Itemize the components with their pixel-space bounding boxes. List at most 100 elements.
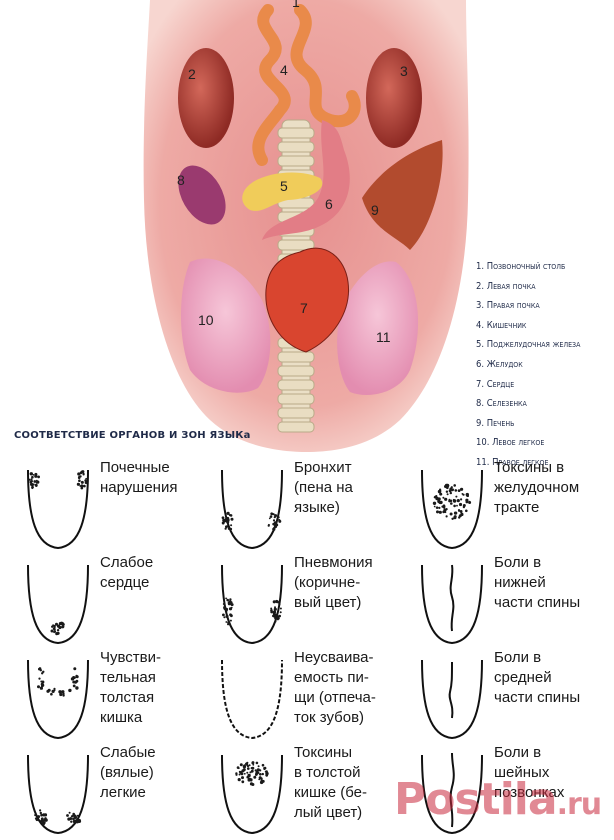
diagnosis-item: Боли в нижней части спины	[412, 553, 612, 648]
tongue-spot	[466, 494, 469, 498]
tongue-spot	[256, 768, 260, 772]
tongue-spot	[223, 616, 226, 619]
tongue-spot	[273, 526, 276, 530]
tongue-spot	[229, 598, 232, 601]
tongue-spot	[80, 480, 84, 484]
tongue-crack	[449, 564, 455, 632]
tongue-spot	[37, 815, 41, 819]
tongue-outline	[27, 564, 89, 645]
tongue-spot	[278, 603, 281, 606]
tongue-spot	[449, 499, 453, 503]
tongue-spot	[44, 818, 48, 822]
tongue-spot	[239, 763, 243, 767]
organ-number-5: 5	[280, 178, 288, 194]
tongue-outline	[221, 659, 283, 740]
tongue-spot	[42, 670, 45, 673]
tongue-spot	[50, 629, 54, 633]
tongue-spot	[458, 502, 463, 507]
tongue-spot	[29, 472, 33, 476]
tongue-spot	[269, 515, 273, 518]
watermark-logo: Postila.ru	[394, 774, 603, 825]
vertebra	[277, 155, 315, 167]
tongue-outline-icon	[421, 752, 483, 835]
tongue-spot	[445, 490, 449, 493]
tongue-spot	[68, 811, 71, 814]
tongue-spot	[451, 517, 454, 520]
tongue-spot	[278, 519, 282, 523]
tongue-spot	[241, 769, 245, 773]
tongue-spot	[254, 769, 257, 772]
tongue-spot	[261, 763, 265, 767]
tongue-spot	[51, 625, 54, 628]
tongue-spot	[259, 769, 262, 772]
tongue-spot	[435, 495, 438, 498]
tongue-spot	[226, 520, 230, 524]
tongue-spot	[468, 500, 471, 503]
tongue-spot	[229, 601, 233, 605]
tongue-spot	[228, 622, 231, 626]
diagnosis-item: Слабое сердце	[18, 553, 218, 648]
legend-item: 1. Позвоночный столб	[476, 261, 566, 272]
tongue-spot	[438, 506, 441, 509]
tongue-spot	[448, 489, 452, 493]
tongue-spot	[237, 767, 240, 770]
tongue-spot	[453, 484, 456, 487]
diagnosis-label: Боли в средней части спины	[494, 649, 581, 706]
tongue-spot	[253, 775, 257, 779]
tongue-spot	[456, 504, 458, 507]
diagnosis-label: Бронхит (пена на языке)	[294, 459, 353, 516]
tongue-outline-icon	[221, 754, 283, 835]
tongue-spot	[435, 506, 439, 509]
tongue-spot	[449, 491, 452, 495]
tongue-spot	[229, 613, 232, 617]
diagnosis-item: Почечные нарушения	[18, 458, 218, 553]
tongue-organ-illustration: 1 2 3 4 5 6 7 8 9 10 11 1. Позвоночный с…	[14, 0, 580, 468]
tongue-outline-icon	[421, 469, 483, 550]
tongue-spot	[230, 524, 233, 527]
tongue-spot	[456, 499, 460, 503]
tongue-spot	[226, 598, 229, 602]
tongue-spot	[251, 761, 255, 764]
tongue-spot	[259, 773, 262, 776]
liver	[362, 140, 443, 250]
tongue-spot	[270, 607, 273, 610]
organ-number-2: 2	[188, 66, 196, 82]
tongue-spot	[441, 505, 444, 508]
vertebra	[277, 379, 315, 391]
diagnosis-label: Неусваива- емость пи- щи (отпеча- ток зу…	[294, 649, 376, 726]
diagnosis-label: Слабое сердце	[100, 554, 154, 591]
legend-item: 8. Селезенка	[476, 398, 527, 410]
tongue-spot	[453, 516, 457, 520]
tongue-spot	[270, 610, 274, 614]
tongue-spot	[72, 684, 76, 688]
organ-number-7: 7	[300, 300, 308, 316]
tongue-spot	[255, 771, 259, 775]
tongue-spot	[226, 525, 229, 528]
tongue-spot	[255, 761, 259, 765]
tongue-spot	[42, 813, 46, 817]
tongue-spot	[221, 521, 224, 524]
tongue-spot	[465, 498, 469, 502]
tongue-spot	[250, 767, 253, 770]
tongue-spot	[83, 484, 86, 488]
watermark-suffix: .ru	[556, 787, 603, 822]
legend-item: 7. Сердце	[476, 378, 515, 390]
tongue-spot	[279, 607, 282, 610]
tongue-spot	[438, 510, 442, 514]
vertebra	[277, 421, 315, 433]
tongue-spot	[248, 764, 251, 767]
tongue-spot	[259, 780, 264, 785]
organ-number-4: 4	[280, 62, 288, 78]
tongue-spot	[225, 597, 227, 600]
intestine	[252, 4, 361, 166]
tongue-drawing	[143, 0, 469, 452]
tongue-spot	[222, 613, 225, 617]
tongue-spot	[241, 776, 244, 780]
tongue-spot	[274, 606, 276, 609]
tongue-spot	[454, 511, 458, 515]
diagnosis-label: Боли в нижней части спины	[494, 554, 581, 611]
tongue-outline-icon	[27, 754, 89, 835]
tongue-outline	[27, 754, 89, 835]
tongue-spot	[272, 519, 276, 522]
tongue-spot	[260, 777, 263, 780]
